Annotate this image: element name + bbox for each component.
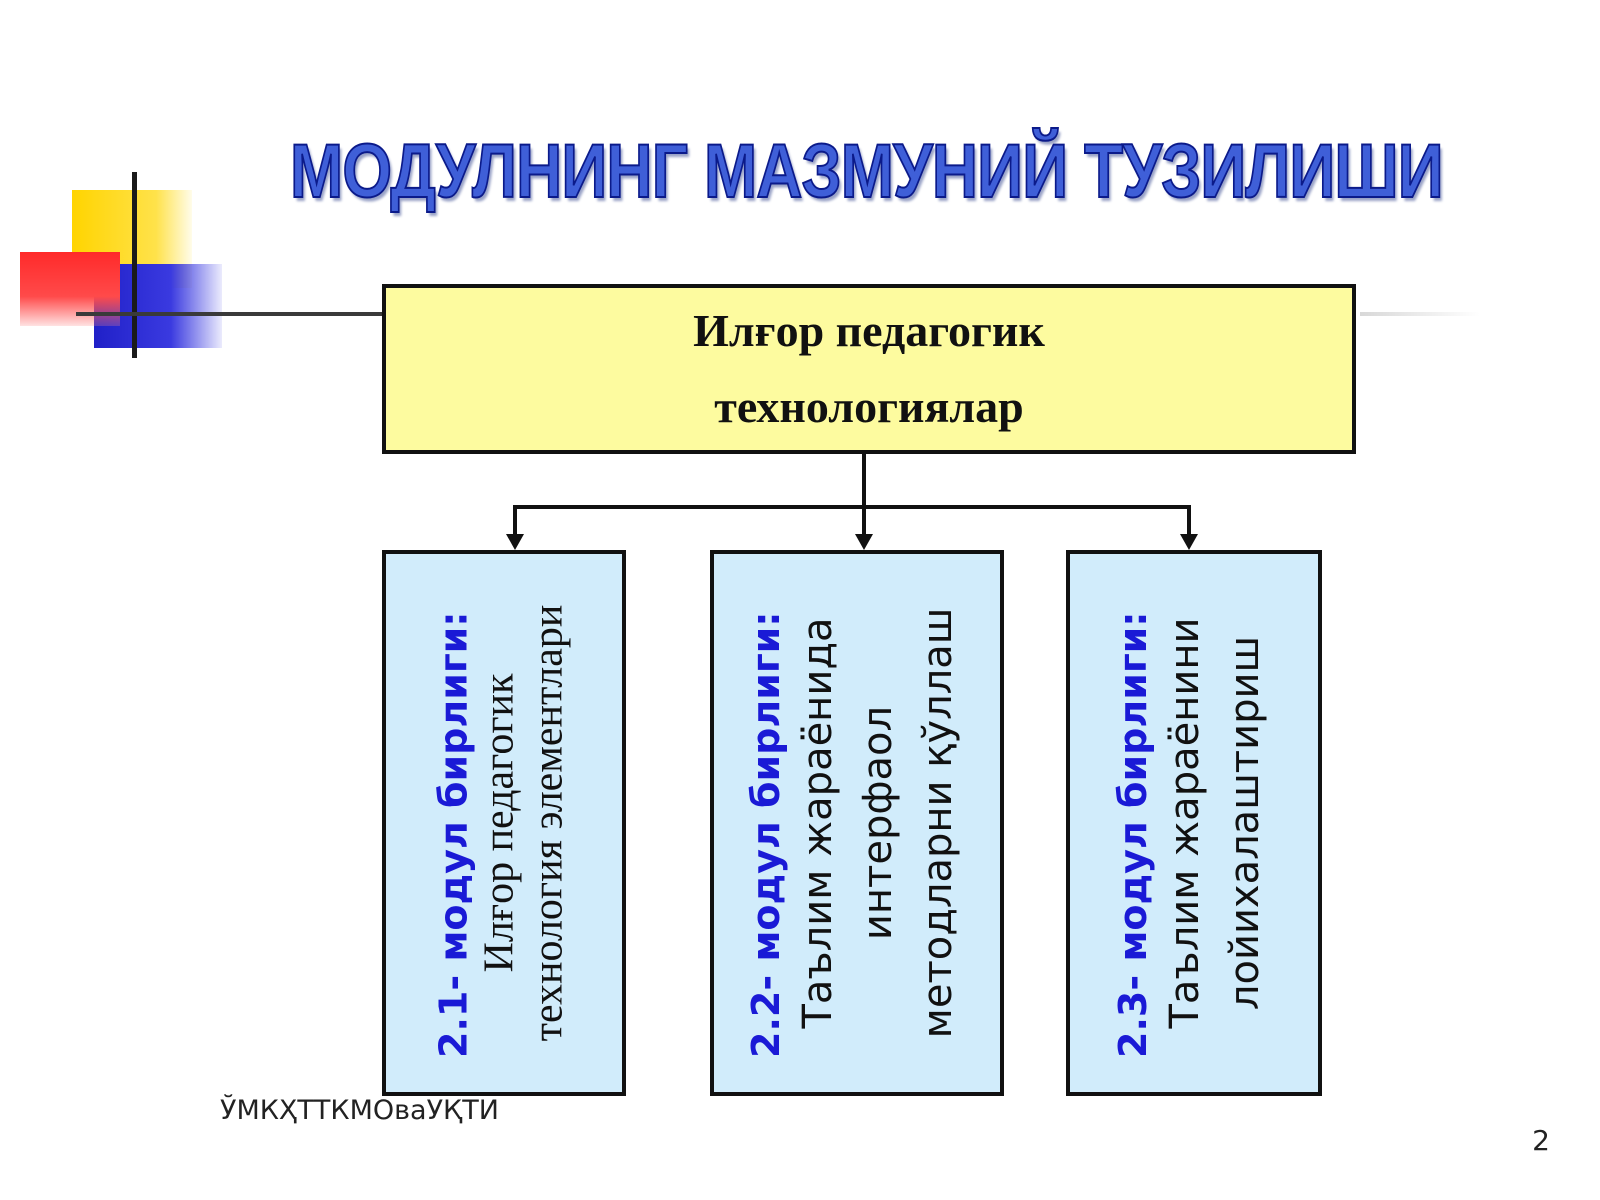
module-1-body: Илғор педагогик технология элементлари [476, 604, 572, 1042]
connector-left [513, 505, 517, 537]
module-2-body: Таълим жараёнида интерфаол методларни қў… [794, 607, 961, 1039]
root-node: Илғор педагогик технологиялар [382, 284, 1356, 454]
page-number: 2 [1532, 1124, 1550, 1157]
connector-right [1187, 505, 1191, 537]
module-node-2: 2.2- модул бирлиги: Таълим жараёнида инт… [710, 550, 1004, 1096]
decor-horizontal-line [76, 312, 382, 316]
arrow-down-icon [506, 534, 524, 550]
arrow-down-icon [1180, 534, 1198, 550]
root-node-line1: Илғор педагогик [693, 305, 1045, 356]
module-3-heading: 2.3- модул бирлиги: [1111, 611, 1156, 1059]
module-node-1-text: 2.1- модул бирлиги: Илғор педагогик техн… [431, 588, 575, 1059]
slide-title: МОДУЛНИНГ МАЗМУНИЙ ТУЗИЛИШИ [289, 128, 1444, 215]
module-3-body: Таълим жараёнини лойихалаштириш [1161, 617, 1268, 1029]
module-node-2-text: 2.2- модул бирлиги: Таълим жараёнида инт… [744, 588, 968, 1059]
connector-bar [513, 505, 1191, 509]
module-node-3: 2.3- модул бирлиги: Таълим жараёнини лой… [1066, 550, 1322, 1096]
module-2-heading: 2.2- модул бирлиги: [744, 611, 789, 1059]
decor-right-line [1360, 312, 1480, 316]
module-node-3-text: 2.3- модул бирлиги: Таълим жараёнини лой… [1111, 588, 1275, 1059]
decor-vertical-line [132, 172, 137, 358]
module-1-heading: 2.1- модул бирлиги: [431, 611, 476, 1059]
root-node-line2: технологиялар [714, 381, 1024, 432]
connector-trunk [862, 454, 866, 536]
footer-text: ЎМКҲТТКМОваУҚТИ [220, 1095, 499, 1126]
arrow-down-icon [855, 534, 873, 550]
module-node-1: 2.1- модул бирлиги: Илғор педагогик техн… [382, 550, 626, 1096]
